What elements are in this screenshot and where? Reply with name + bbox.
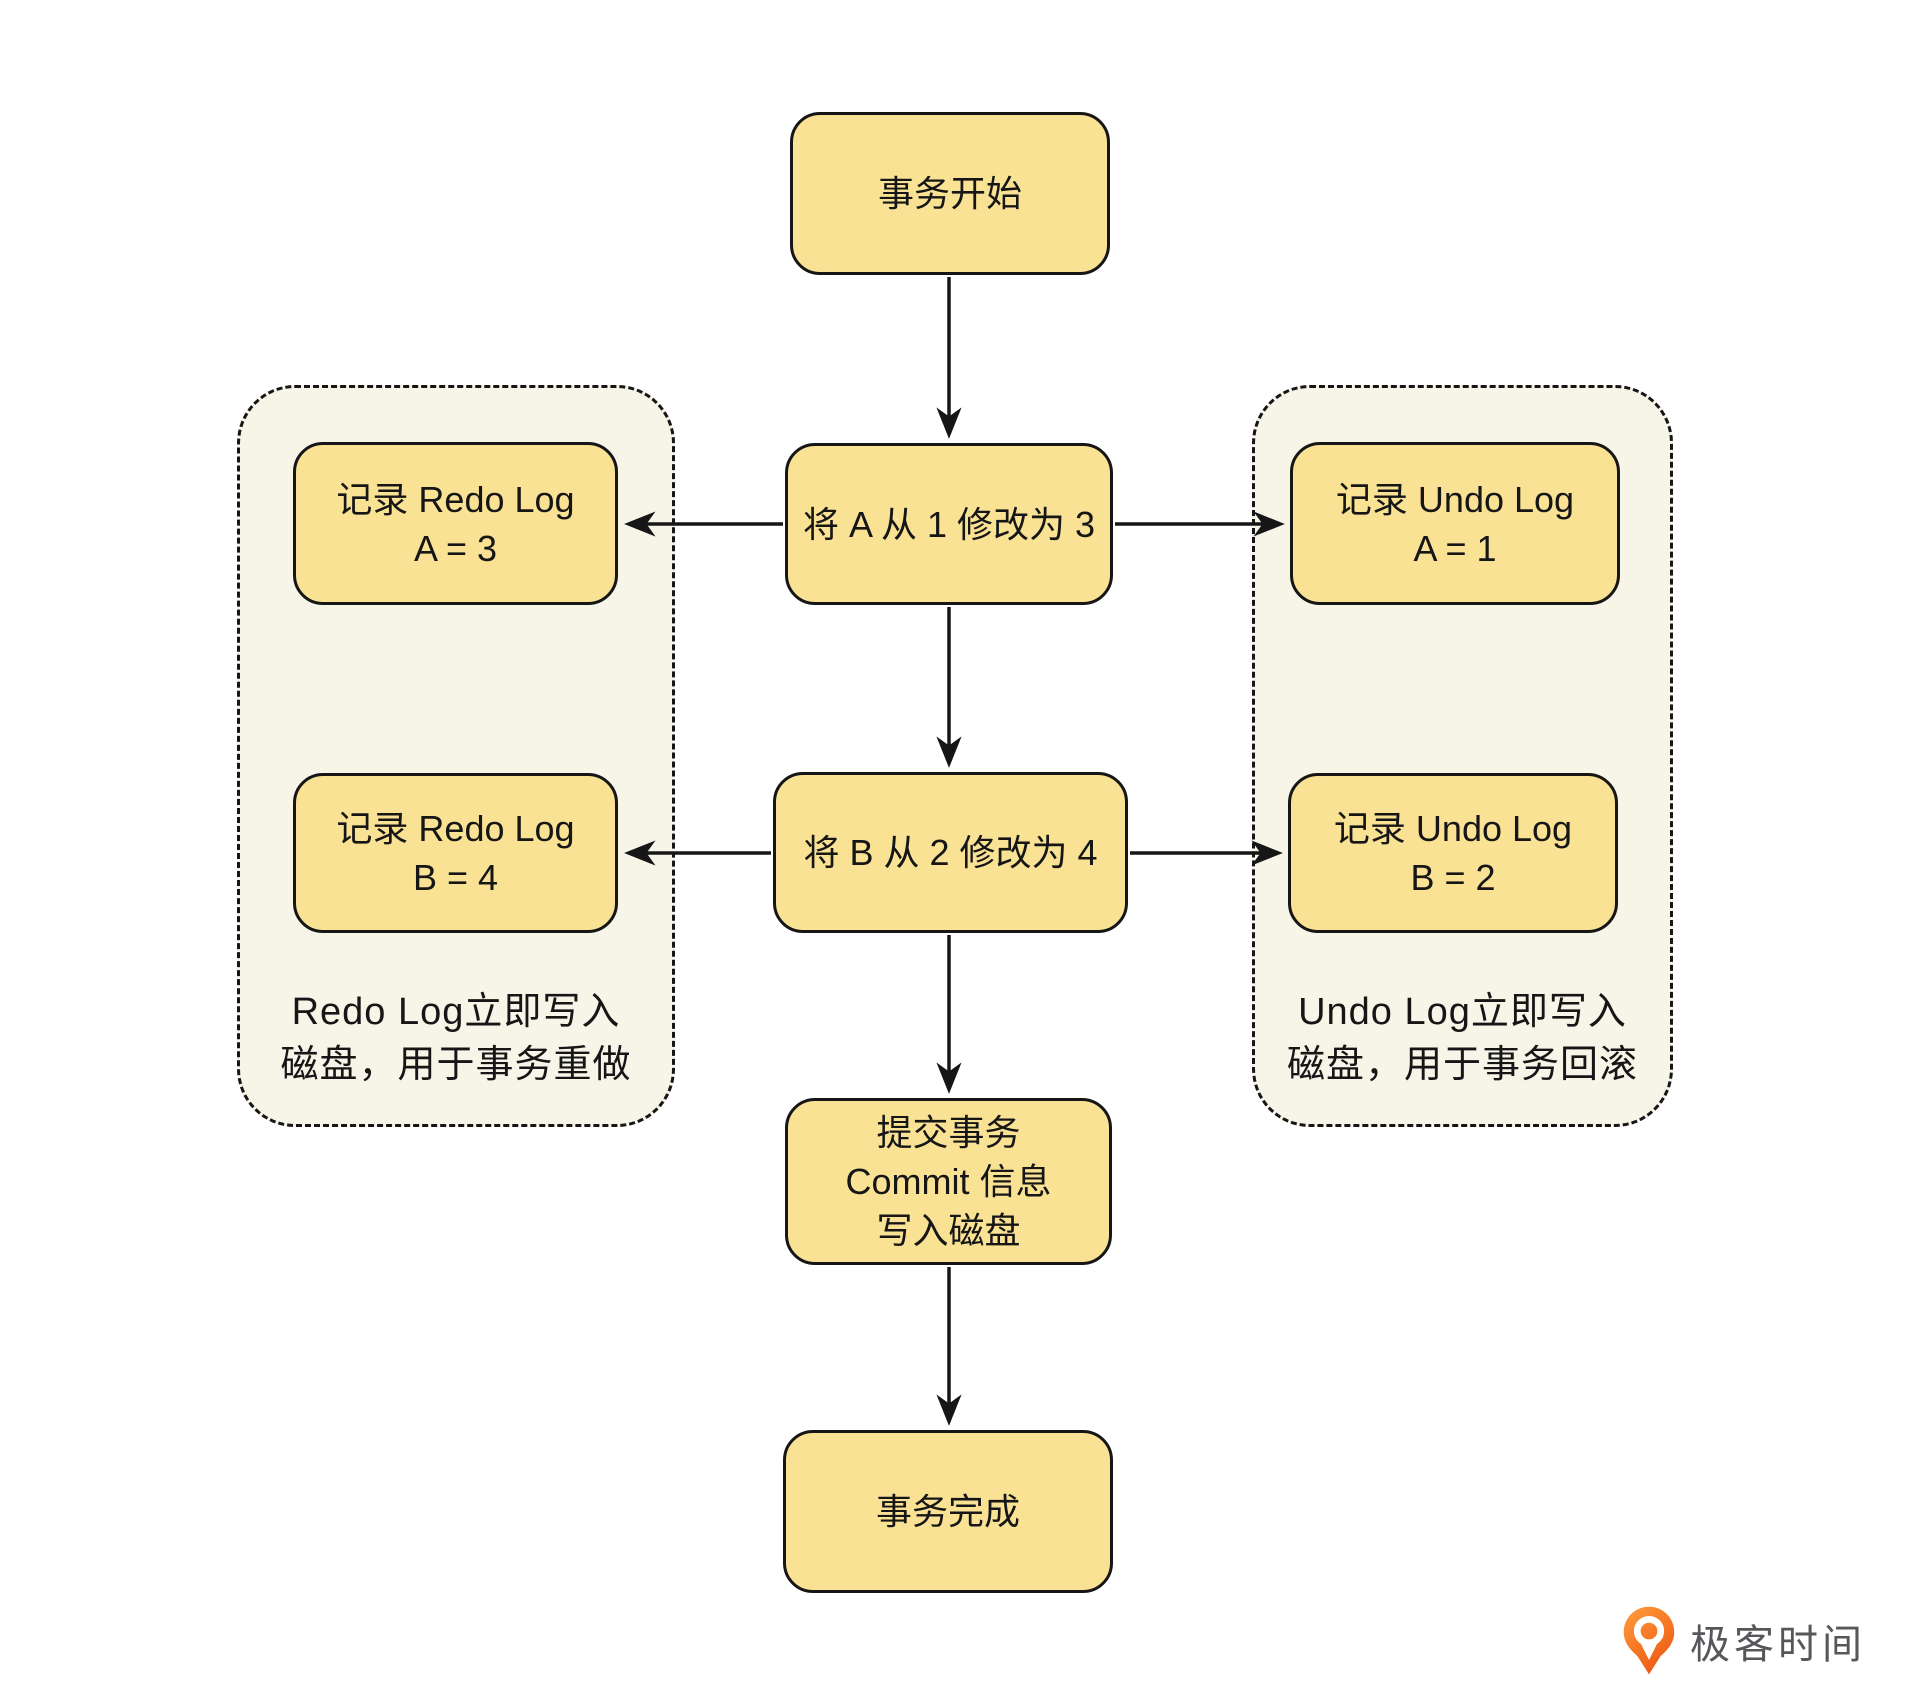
node-undo-log-a-line-2: A = 1 [1413,527,1497,569]
redo-note-line-1: Redo Log立即写入 [291,991,621,1033]
node-redo-log-a-line-2: A = 3 [413,527,498,569]
node-redo-log-b-line-2: B = 4 [412,857,499,898]
node-undo-log-b: 记录 Undo Log B = 2 [1288,773,1618,933]
node-transaction-end-label: 事务完成 [875,1491,1020,1532]
node-modify-b-label: 将 B 从 2 修改为 4 [803,832,1098,873]
undo-log-note: Undo Log立即写入 磁盘，用于事务回滚 [1255,986,1670,1092]
node-transaction-start-label: 事务开始 [877,173,1022,214]
node-redo-log-a: 记录 Redo Log A = 3 [293,442,618,605]
redo-note-line-2: 磁盘，用于事务重做 [280,1044,632,1086]
geektime-logo: 极客时间 [1620,1604,1866,1678]
node-modify-b: 将 B 从 2 修改为 4 [773,772,1128,933]
undo-note-line-2: 磁盘，用于事务回滚 [1286,1044,1638,1086]
redo-log-note: Redo Log立即写入 磁盘，用于事务重做 [240,986,672,1092]
node-transaction-start: 事务开始 [790,112,1110,275]
undo-note-line-1: Undo Log立即写入 [1298,991,1627,1033]
node-commit: 提交事务 Commit 信息 写入磁盘 [785,1098,1112,1265]
node-commit-line-1: 提交事务 [876,1112,1021,1153]
node-redo-log-b: 记录 Redo Log B = 4 [293,773,618,933]
geektime-logo-text: 极客时间 [1690,1623,1866,1667]
node-undo-log-a: 记录 Undo Log A = 1 [1290,442,1620,605]
node-modify-a: 将 A 从 1 修改为 3 [785,443,1113,605]
node-transaction-end: 事务完成 [783,1430,1113,1593]
node-undo-log-a-line-1: 记录 Undo Log [1335,478,1575,520]
node-redo-log-a-line-1: 记录 Redo Log [336,478,575,520]
geektime-pin-icon [1623,1606,1675,1675]
node-undo-log-b-line-2: B = 2 [1410,857,1496,898]
node-modify-a-label: 将 A 从 1 修改为 3 [802,503,1096,545]
node-commit-line-3: 写入磁盘 [876,1210,1021,1251]
node-undo-log-b-line-1: 记录 Undo Log [1333,808,1573,849]
node-commit-line-2: Commit 信息 [845,1161,1052,1202]
node-redo-log-b-line-1: 记录 Redo Log [336,808,575,849]
